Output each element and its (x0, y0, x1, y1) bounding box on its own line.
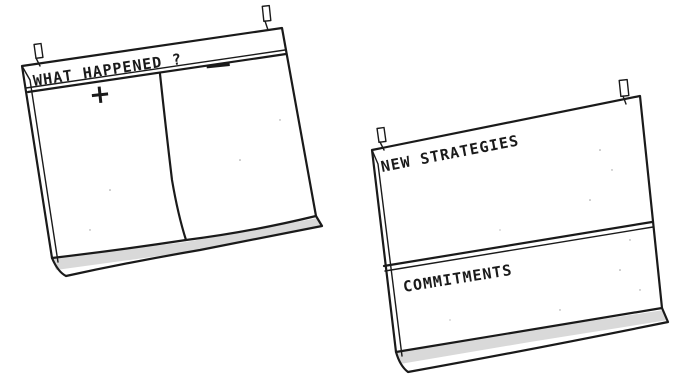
what-happened-board: WHAT HAPPENED ? + — (22, 6, 322, 276)
minus-column-label: — (204, 48, 233, 81)
plus-column-label: + (88, 79, 113, 111)
pushpin-icon (262, 6, 271, 30)
strategies-board: NEW STRATEGIES COMMITMENTS (372, 80, 668, 372)
